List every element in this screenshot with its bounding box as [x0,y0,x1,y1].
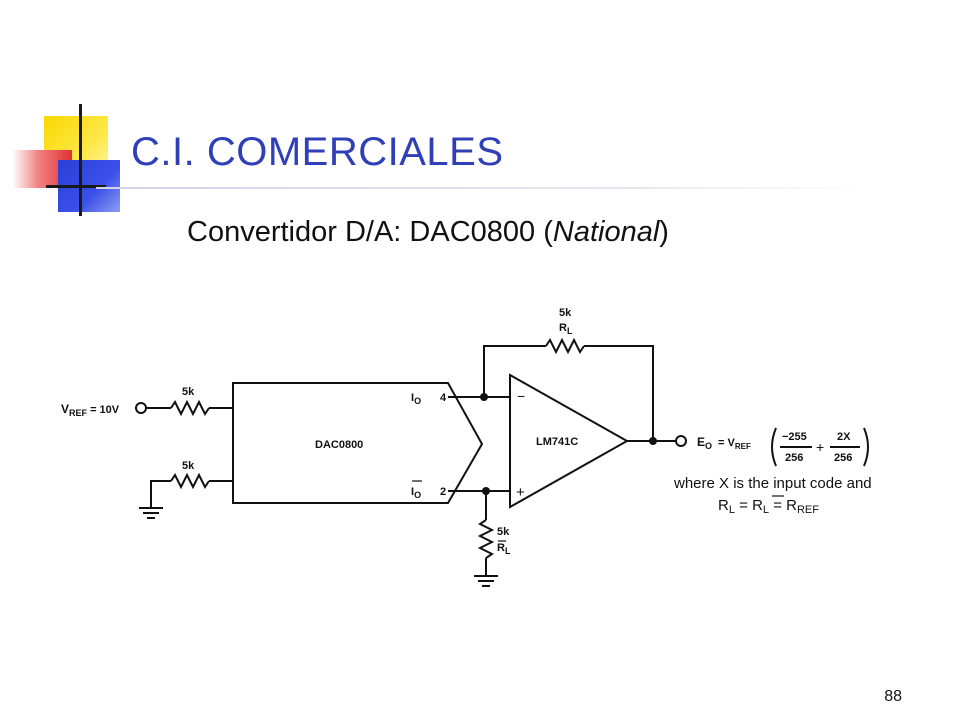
junction-io [480,393,488,401]
eo-terminal [675,435,687,447]
note-rlbar-sub: L [763,504,769,516]
frac1-num: −255 [782,431,807,443]
ground-input-resistor [170,472,210,490]
slide-subtitle: Convertidor D/A: DAC0800 (National) [187,216,669,249]
frac2-den: 256 [834,452,852,464]
vref-terminal [135,402,147,414]
eo-sub: O [705,441,712,451]
io-letter: I [411,392,414,404]
slide-title: C.I. COMERCIALES [131,130,504,174]
subtitle-text: Convertidor D/A: DAC0800 ( [187,216,553,248]
rl-top-label: RL [559,322,573,336]
rl-bottom-value: 5k [497,526,510,538]
io-bar-sub: O [414,490,421,500]
r-ground-value: 5k [182,460,195,472]
eq-equals-vref: = VREF [718,437,751,451]
eo-label: EO [697,435,712,451]
rl-bar-resistor [477,519,495,559]
vref-sub: REF [69,408,88,418]
eq-plus: + [816,439,824,455]
decor-horizontal-line [46,185,106,188]
io-bar-letter: I [411,486,414,498]
io-label: IO [411,392,421,406]
rl-bottom-name: R [497,542,505,554]
note-eq2: = R [769,497,797,514]
eq-vref-sub: REF [735,442,751,451]
feedback-wire-right [584,345,654,441]
junction-output [649,437,657,445]
rl-top-name: R [559,322,567,334]
note-line1: where X is the input code and [673,475,872,492]
vref-resistor [170,399,210,417]
note-rl-sub: L [729,504,735,516]
io-pin: 4 [440,392,447,404]
note-rref-sub: REF [797,504,819,516]
io-bar-label: IO [411,486,421,500]
eq-equals: = V [718,437,735,449]
frac1-den: 256 [785,452,803,464]
vref-label: VREF = 10V [61,402,120,418]
ground-left-wire [150,480,171,508]
equation-left-paren [771,427,777,467]
rl-feedback-resistor [545,337,585,355]
opamp-label: LM741C [536,436,578,448]
rl-top-value: 5k [559,307,572,319]
junction-io-bar [482,487,490,495]
io-bar-pin: 2 [440,486,446,498]
io-sub: O [414,396,421,406]
subtitle-italic: National [552,216,660,248]
note-eq1: = [735,497,752,514]
r-vref-value: 5k [182,386,195,398]
note-rlbar: R [752,497,763,514]
dac0800-block [232,382,484,504]
vref-prefix: V [61,402,69,416]
subtitle-end: ) [659,216,669,248]
note-line2: RL = RL = RREF [718,497,819,516]
page-number: 88 [884,688,902,705]
eo-letter: E [697,435,705,449]
frac2-num: 2X [837,431,851,443]
title-underline-rule [96,187,866,189]
lm741c-opamp [509,373,630,509]
ground-symbol-left [139,507,163,519]
opamp-plus: + [516,484,525,501]
note-rl: R [718,497,729,514]
opamp-minus: − [517,388,525,404]
ground-symbol-bottom [474,575,498,587]
dac-label: DAC0800 [315,439,363,451]
feedback-wire-left [483,345,546,397]
rl-bottom-label: RL [497,542,511,556]
decor-vertical-line [79,104,82,216]
vref-value: = 10V [87,404,120,416]
rl-bottom-sub: L [505,546,511,556]
equation-right-paren [863,427,869,467]
rl-top-sub: L [567,326,573,336]
